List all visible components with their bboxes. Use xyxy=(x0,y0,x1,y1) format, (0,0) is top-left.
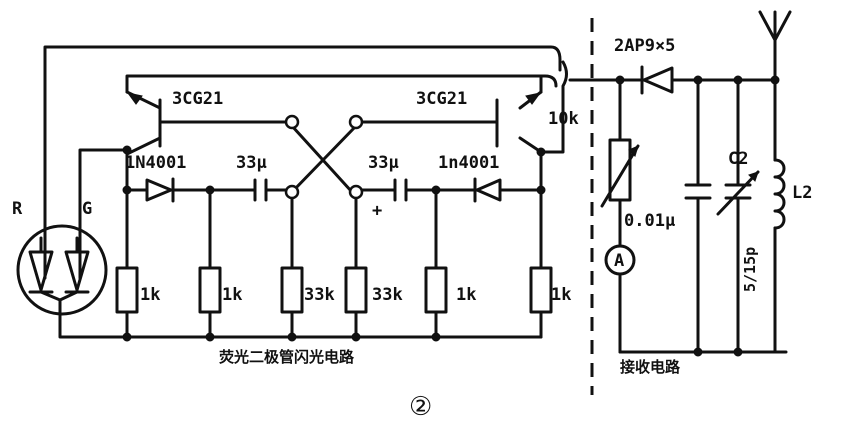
c2-label: C2 xyxy=(728,149,748,169)
transistor-left-symbol xyxy=(126,92,162,148)
resistor-4-label: 33k xyxy=(372,285,403,305)
receiver-wiring xyxy=(568,38,788,357)
transistor-right-label: 3CG21 xyxy=(416,89,467,109)
transistor-left-label: 3CG21 xyxy=(172,89,223,109)
resistor-2-label: 1k xyxy=(222,285,242,305)
polarity-plus: + xyxy=(372,201,382,221)
flasher-caption: 荧光二极管闪光电路 xyxy=(219,348,355,366)
receiver-caption: 接收电路 xyxy=(620,358,681,376)
resistor-6-label: 1k xyxy=(551,285,571,305)
ammeter-label: A xyxy=(614,251,624,271)
c2-value-label: 5/15p xyxy=(741,247,759,292)
transistor-right-symbol xyxy=(495,92,542,148)
ammeter-icon xyxy=(604,244,636,276)
figure-number: ② xyxy=(409,392,432,422)
bicolor-led xyxy=(16,224,108,316)
flasher-cap-left xyxy=(253,178,268,202)
resistor-5-label: 1k xyxy=(456,285,476,305)
flasher-cap-right xyxy=(393,178,408,202)
cap-left-label: 33μ xyxy=(236,153,267,173)
diode-left-label: 1N4001 xyxy=(125,153,186,173)
resistors xyxy=(115,266,553,314)
flasher-diode-left xyxy=(145,177,175,203)
led-r-label: R xyxy=(12,199,23,219)
resistor-10k-label: 10k xyxy=(548,109,579,129)
resistor-1-label: 1k xyxy=(140,285,160,305)
cap-001-label: 0.01μ xyxy=(624,211,675,231)
led-g-label: G xyxy=(82,199,92,219)
flasher-diode-right xyxy=(473,177,502,203)
cap-right-label: 33μ xyxy=(368,153,399,173)
antenna-icon xyxy=(758,10,792,42)
junctions xyxy=(122,114,546,342)
detector-diode-label: 2AP9×5 xyxy=(614,36,675,56)
variable-resistor xyxy=(600,138,640,208)
diode-right-label: 1n4001 xyxy=(438,153,499,173)
capacitor-fixed xyxy=(684,183,712,200)
resistor-3-label: 33k xyxy=(304,285,335,305)
inductor-coil xyxy=(773,158,786,230)
capacitor-variable xyxy=(716,170,760,216)
detector-diode xyxy=(640,65,674,95)
l2-label: L2 xyxy=(792,183,812,203)
